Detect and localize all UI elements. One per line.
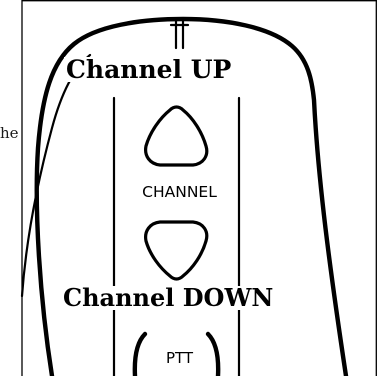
channel-down-callout: Channel DOWN <box>61 283 276 312</box>
antenna-notch <box>174 17 185 50</box>
triangle-down-icon[interactable] <box>144 220 209 281</box>
ptt-button-outline-right[interactable] <box>205 331 221 376</box>
radio-left-contour <box>20 53 92 298</box>
left-text-fragment: he <box>0 124 19 142</box>
triangle-up-icon[interactable] <box>144 105 209 167</box>
image-border <box>21 0 377 376</box>
channel-label: CHANNEL <box>142 183 217 201</box>
ptt-button-outline[interactable] <box>132 331 148 376</box>
channel-up-callout: Channel UP <box>64 55 234 84</box>
ptt-label: PTT <box>165 349 194 367</box>
